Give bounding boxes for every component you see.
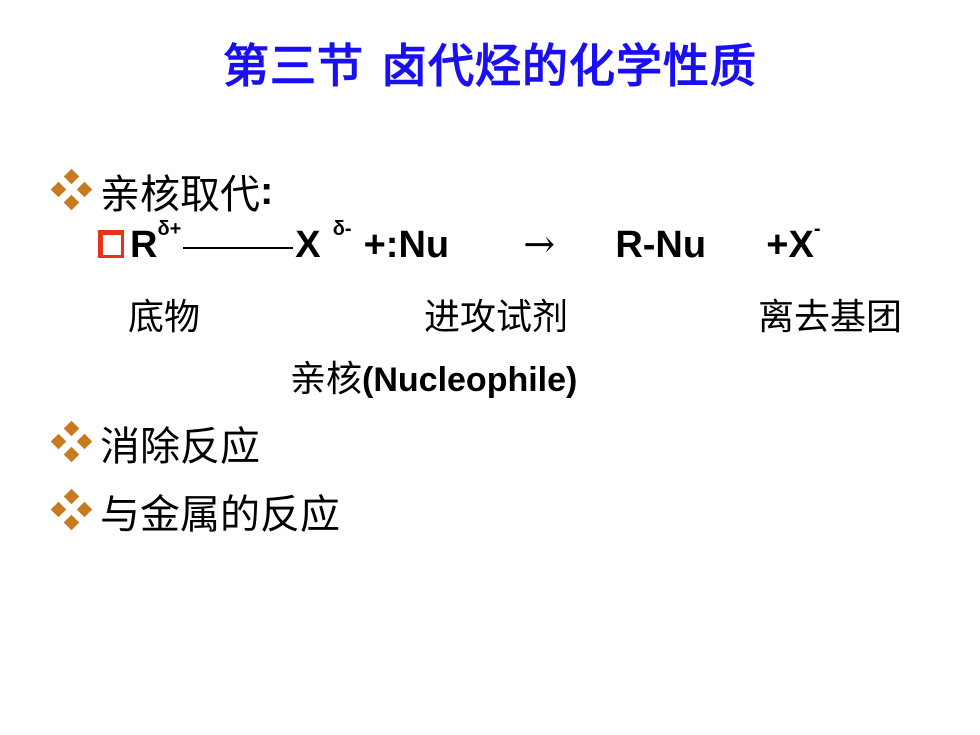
bond-line bbox=[183, 246, 294, 249]
eq-r: R bbox=[130, 224, 158, 266]
diamond-bullet-icon bbox=[50, 168, 94, 213]
bullet-elimination: 消除反应 bbox=[50, 414, 260, 472]
checkbox-square-icon bbox=[98, 230, 124, 258]
bullet-text: 亲核取代 bbox=[100, 172, 260, 218]
label-reagent: 进攻试剂 bbox=[424, 297, 569, 338]
slide-title: 第三节 卤代烃的化学性质 bbox=[222, 39, 757, 93]
bullet-colon: : bbox=[260, 168, 274, 213]
nucleophile-label: 亲核(Nucleophile) bbox=[290, 350, 577, 402]
reaction-equation: Rδ+ X δ- +:Nu → R-Nu +X- bbox=[98, 218, 821, 267]
eq-x-charge: δ- bbox=[332, 218, 352, 240]
nucleophile-en: (Nucleophile) bbox=[362, 361, 578, 399]
bullet-text: 消除反应 bbox=[100, 424, 260, 470]
eq-r-charge: δ+ bbox=[157, 218, 182, 240]
eq-nu: +:Nu bbox=[363, 224, 450, 266]
diamond-bullet-icon bbox=[50, 420, 94, 465]
bullet-nucleophilic-substitution: 亲核取代: bbox=[50, 162, 273, 220]
eq-x: X bbox=[295, 224, 321, 266]
eq-arrow: → bbox=[523, 222, 556, 266]
eq-leaving-charge: - bbox=[813, 218, 821, 240]
bullet-text: 与金属的反应 bbox=[100, 492, 340, 538]
nucleophile-cn: 亲核 bbox=[290, 359, 363, 400]
eq-product: R-Nu bbox=[615, 224, 707, 266]
label-leaving-group: 离去基团 bbox=[758, 297, 903, 338]
bullet-metal-reaction: 与金属的反应 bbox=[50, 482, 340, 540]
diamond-bullet-icon bbox=[50, 488, 94, 533]
label-substrate: 底物 bbox=[128, 297, 201, 338]
eq-leaving: +X bbox=[766, 224, 814, 266]
